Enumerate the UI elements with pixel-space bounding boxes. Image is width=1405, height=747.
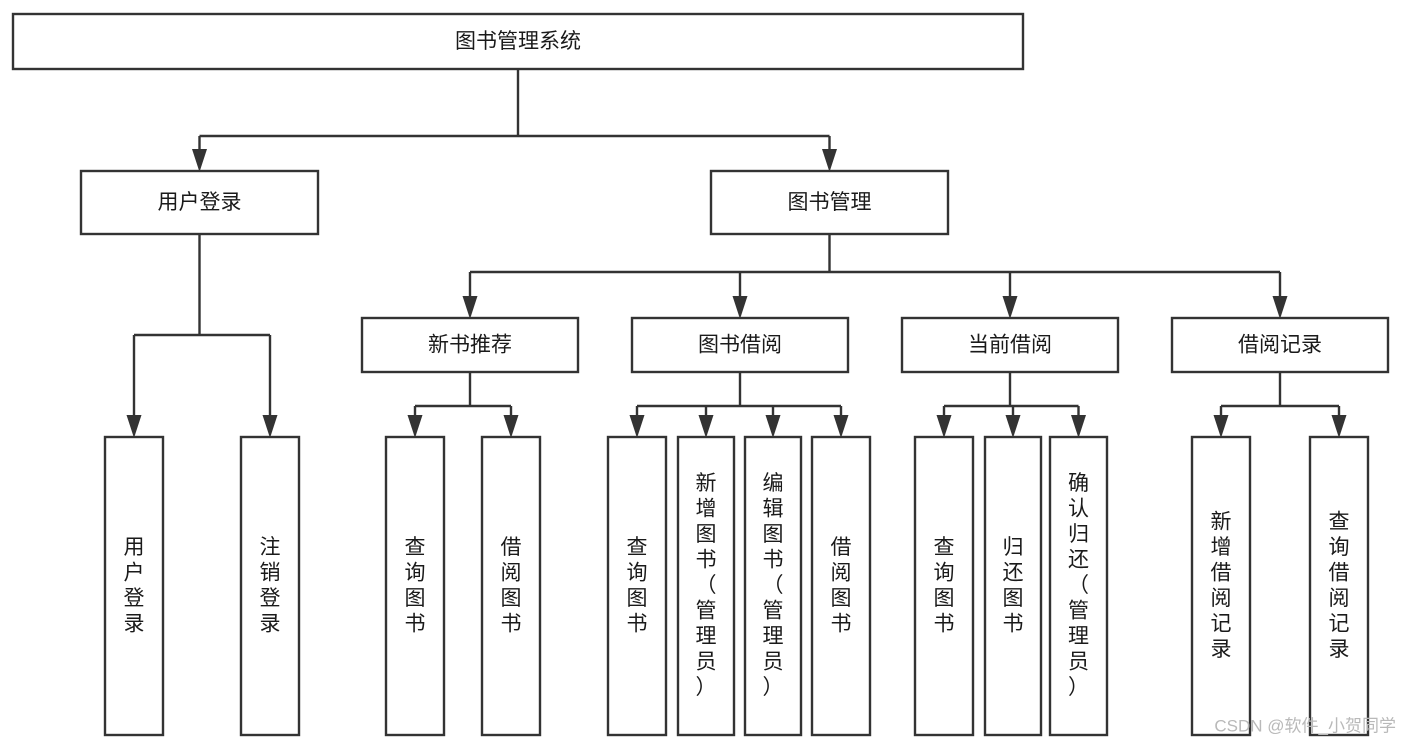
node-box-leaf-add-book[interactable] [676,435,736,737]
node-label-book-borrow: 图书借阅 [698,334,782,357]
node-box-leaf-query-book-2[interactable] [606,435,668,737]
arrow-head-user-login [192,149,207,172]
arrow-head-leaf-borrow-book-2 [833,415,849,438]
node-box-new-book-rec[interactable] [360,316,580,374]
arrow-head-leaf-borrow-book-1 [503,415,519,438]
node-box-leaf-confirm-return[interactable] [1048,435,1109,737]
arrow-head-leaf-query-book-2 [629,415,645,438]
arrow-head-new-book-rec [462,296,478,319]
node-leaf-add-book[interactable]: 新增图书（管理员） [676,435,736,737]
node-label-borrow-record: 借阅记录 [1238,334,1322,357]
node-label-leaf-query-book-3: 查询图书 [934,535,955,635]
node-label-leaf-edit-book: 编辑图书（管理员） [763,472,784,699]
node-box-leaf-edit-book[interactable] [743,435,803,737]
node-leaf-user-login[interactable]: 用户登录 [103,435,165,737]
arrow-head-leaf-user-login [126,415,142,438]
node-user-login[interactable]: 用户登录 [79,169,320,236]
node-box-current-borrow[interactable] [900,316,1120,374]
node-label-book-manage: 图书管理 [788,191,872,214]
node-box-book-borrow[interactable] [630,316,850,374]
node-label-leaf-confirm-return: 确认归还（管理员） [1068,472,1089,699]
node-leaf-edit-book[interactable]: 编辑图书（管理员） [743,435,803,737]
node-label-leaf-query-record: 查询借阅记录 [1329,510,1350,661]
node-box-root[interactable] [11,12,1025,71]
node-label-leaf-return-book: 归还图书 [1003,535,1024,635]
nodes-layer: 图书管理系统用户登录图书管理新书推荐图书借阅当前借阅借阅记录用户登录注销登录查询… [11,12,1390,737]
node-leaf-query-book-2[interactable]: 查询图书 [606,435,668,737]
arrow-head-leaf-logout [262,415,278,438]
arrow-head-current-borrow [1002,296,1018,319]
node-label-leaf-borrow-book-2: 借阅图书 [831,535,852,635]
arrow-head-book-borrow [732,296,748,319]
node-leaf-borrow-book-1[interactable]: 借阅图书 [480,435,542,737]
node-box-leaf-borrow-book-1[interactable] [480,435,542,737]
node-leaf-query-book-1[interactable]: 查询图书 [384,435,446,737]
node-box-leaf-query-record[interactable] [1308,435,1370,737]
arrow-head-leaf-edit-book [765,415,781,438]
node-leaf-logout[interactable]: 注销登录 [239,435,301,737]
node-label-root: 图书管理系统 [455,30,581,53]
node-current-borrow[interactable]: 当前借阅 [900,316,1120,374]
arrow-head-leaf-add-book [698,415,714,438]
node-root[interactable]: 图书管理系统 [11,12,1025,71]
arrow-head-borrow-record [1272,296,1288,319]
node-new-book-rec[interactable]: 新书推荐 [360,316,580,374]
node-leaf-query-record[interactable]: 查询借阅记录 [1308,435,1370,737]
csdn-watermark: CSDN @软件_小贺同学 [1214,716,1396,735]
watermark-layer: CSDN @软件_小贺同学 [1214,716,1396,735]
node-book-manage[interactable]: 图书管理 [709,169,950,236]
node-book-borrow[interactable]: 图书借阅 [630,316,850,374]
node-leaf-add-record[interactable]: 新增借阅记录 [1190,435,1252,737]
node-box-leaf-query-book-3[interactable] [913,435,975,737]
node-label-leaf-logout: 注销登录 [260,535,281,635]
node-label-current-borrow: 当前借阅 [968,334,1052,357]
arrow-head-leaf-add-record [1213,415,1229,438]
node-box-leaf-borrow-book-2[interactable] [810,435,872,737]
node-label-leaf-add-record: 新增借阅记录 [1211,510,1232,661]
node-label-leaf-query-book-1: 查询图书 [405,535,426,635]
node-label-leaf-borrow-book-1: 借阅图书 [501,535,522,635]
node-box-leaf-query-book-1[interactable] [384,435,446,737]
node-label-user-login: 用户登录 [158,191,242,214]
edges-layer [126,69,1347,438]
node-box-leaf-return-book[interactable] [983,435,1043,737]
node-box-leaf-logout[interactable] [239,435,301,737]
arrow-head-leaf-query-book-1 [407,415,423,438]
node-leaf-confirm-return[interactable]: 确认归还（管理员） [1048,435,1109,737]
node-borrow-record[interactable]: 借阅记录 [1170,316,1390,374]
node-box-leaf-user-login[interactable] [103,435,165,737]
node-box-book-manage[interactable] [709,169,950,236]
arrow-head-leaf-confirm-return [1071,415,1086,438]
arrow-head-leaf-query-book-3 [936,415,952,438]
node-box-leaf-add-record[interactable] [1190,435,1252,737]
node-label-leaf-add-book: 新增图书（管理员） [696,472,717,699]
node-label-leaf-user-login: 用户登录 [124,535,145,635]
arrow-head-leaf-query-record [1331,415,1347,438]
node-label-leaf-query-book-2: 查询图书 [627,535,648,635]
node-box-borrow-record[interactable] [1170,316,1390,374]
node-leaf-borrow-book-2[interactable]: 借阅图书 [810,435,872,737]
node-label-new-book-rec: 新书推荐 [428,334,512,357]
arrow-head-leaf-return-book [1005,415,1021,438]
node-leaf-return-book[interactable]: 归还图书 [983,435,1043,737]
arrow-head-book-manage [822,149,837,172]
node-box-user-login[interactable] [79,169,320,236]
node-leaf-query-book-3[interactable]: 查询图书 [913,435,975,737]
